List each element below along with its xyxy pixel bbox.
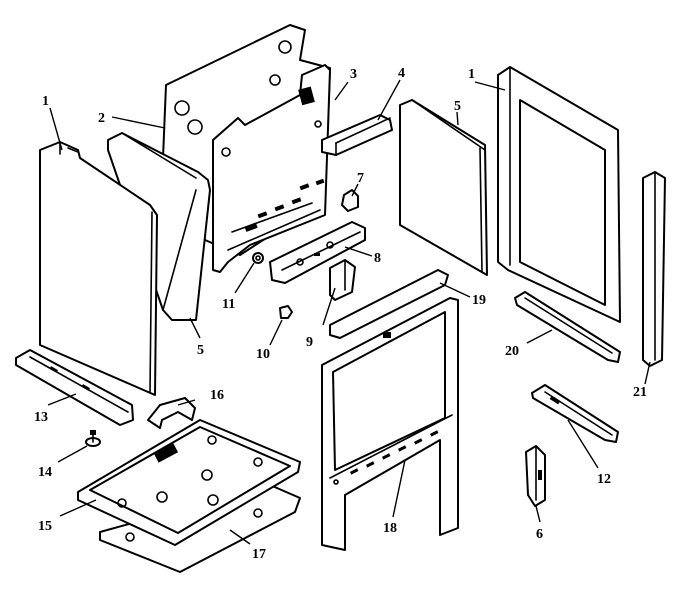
callout-8: 8: [374, 251, 381, 266]
leader-lines: [47, 79, 651, 545]
callout-12: 12: [597, 472, 611, 487]
callout-16: 16: [210, 388, 224, 403]
callout-19: 19: [472, 293, 486, 308]
part-11-grommet: [252, 252, 264, 264]
callout-14: 14: [38, 465, 52, 480]
callout-3: 3: [350, 67, 357, 82]
callout-15: 15: [38, 519, 52, 534]
part-18-front-frame: [321, 297, 459, 551]
callout-18: 18: [383, 521, 397, 536]
part-21-vertical-trim: [642, 171, 666, 367]
part-8-cross-bracket: [269, 221, 366, 284]
part-16-bracket: [147, 397, 196, 429]
part-12-rail: [531, 384, 619, 443]
callout-9: 9: [306, 335, 313, 350]
part-6-hinge: [525, 445, 546, 507]
callout-21: 21: [633, 385, 647, 400]
callout-7: 7: [357, 171, 364, 186]
callout-17: 17: [252, 547, 266, 562]
callout-10: 10: [256, 347, 270, 362]
callout-5-left: 5: [197, 343, 204, 358]
part-13-lower-rail: [15, 349, 134, 426]
callout-4: 4: [398, 66, 405, 81]
part-20-bracket: [514, 291, 621, 363]
part-4-bracket: [321, 114, 393, 156]
part-14-leveling-leg: [85, 430, 101, 447]
part-9-plate: [329, 259, 356, 301]
part-5-right-liner: [399, 99, 488, 276]
callout-1-left: 1: [42, 94, 49, 109]
callout-5-right: 5: [454, 99, 461, 114]
callout-11: 11: [222, 297, 235, 312]
part-1-right-side-panel: [497, 66, 621, 323]
part-15-bottom-tray: [77, 419, 301, 546]
callout-1-right: 1: [468, 67, 475, 82]
callout-2: 2: [98, 111, 105, 126]
callout-20: 20: [505, 344, 519, 359]
callout-6: 6: [536, 527, 543, 542]
part-3-inner-back-panel: [212, 64, 331, 273]
callout-13: 13: [34, 410, 48, 425]
part-10-nut: [279, 305, 293, 319]
callout-labels: 1 1 2 3 4 5 5 6 7 8 9 10 11 12 13 14 15 …: [34, 66, 647, 562]
part-1-left-side-panel: [39, 141, 158, 396]
part-7-clip: [341, 189, 359, 212]
